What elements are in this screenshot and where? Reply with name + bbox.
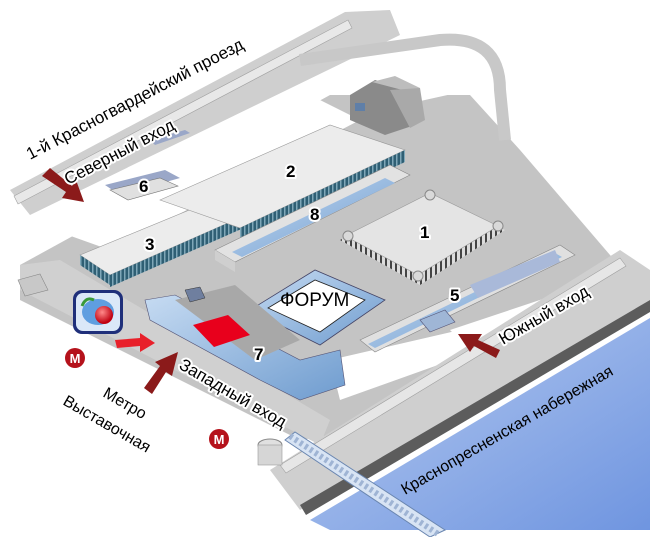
highlighted-hall [193, 315, 250, 347]
pavilion-6-label[interactable]: 6 [137, 175, 150, 198]
pavilion-7-label[interactable]: 7 [252, 343, 265, 366]
pavilion-5-label[interactable]: 5 [448, 284, 461, 307]
pavilion-3-label[interactable]: 3 [143, 233, 156, 256]
south-entrance-arrow-icon [458, 334, 500, 358]
metro-letter: М [70, 351, 81, 366]
pavilion-6 [105, 130, 190, 201]
pavilion-7 [144, 285, 346, 401]
metro-icon-2: М [209, 429, 229, 449]
embankment-road [270, 250, 650, 510]
lawn-north [40, 90, 360, 250]
loop-road [299, 33, 511, 141]
lawn-southwest [330, 330, 480, 400]
pavilion-8-label[interactable]: 8 [308, 203, 321, 226]
embankment-wall [300, 300, 650, 515]
pavilion-2-label[interactable]: 2 [284, 160, 297, 183]
metro-letter: М [214, 432, 225, 447]
pavilion-5 [359, 244, 576, 353]
pavilion-1-label[interactable]: 1 [418, 221, 431, 244]
pedestrian-bridge [257, 431, 447, 537]
moscow-river [310, 318, 650, 530]
west-kiosk [17, 273, 49, 297]
west-entrance-arrow-2-icon [144, 352, 178, 394]
admin-building [350, 76, 425, 135]
north-entrance-arrow-icon [42, 168, 84, 202]
forum-label[interactable]: ФОРУМ [280, 290, 349, 311]
pavilion-1 [340, 189, 505, 285]
metro-icon-1: М [65, 348, 85, 368]
west-entrance-arrow-icon [115, 333, 155, 352]
north-street-curb [13, 19, 353, 205]
embankment-parapet [279, 257, 627, 474]
pavilion-8 [214, 164, 411, 272]
expocentre-logo-icon [73, 290, 123, 334]
